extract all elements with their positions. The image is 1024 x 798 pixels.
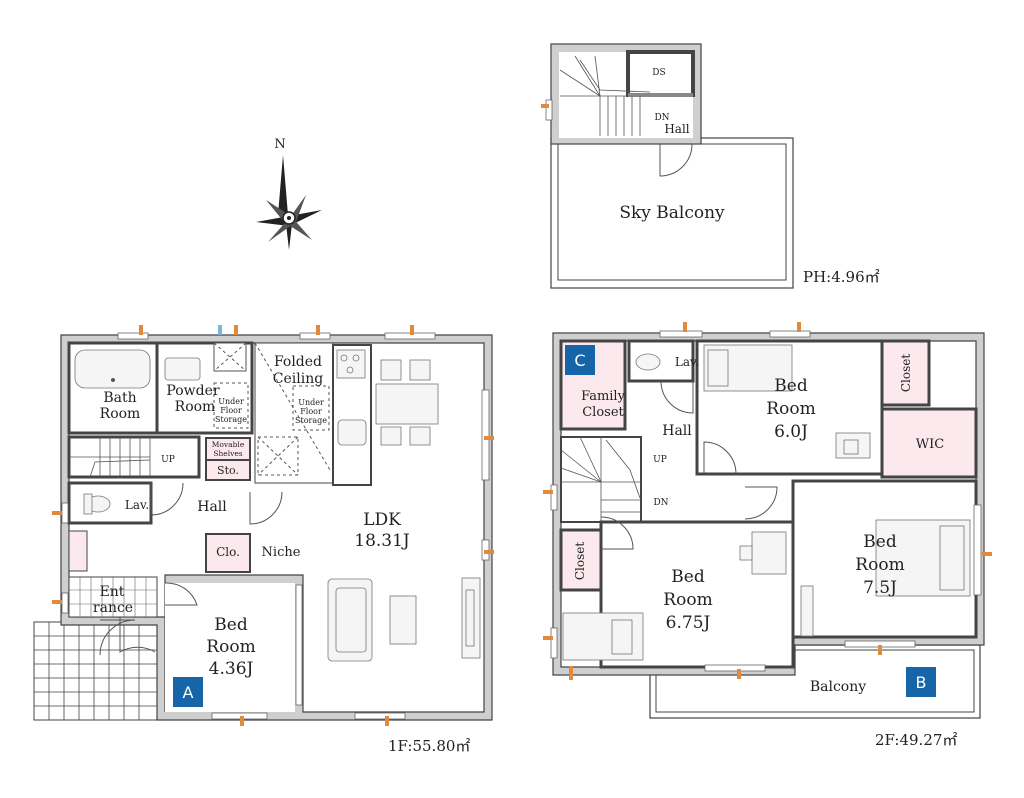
ph-hall-label: Hall <box>664 122 689 136</box>
penthouse-plan: DS DN Hall Sky Balcony PH:4.96㎡ <box>541 43 880 289</box>
family-closet-label-2: Closet <box>582 405 624 420</box>
under-floor-storage-2-label-2: Floor <box>300 407 322 416</box>
bath-room-label-2: Room <box>100 406 141 422</box>
tag-c-text: C <box>574 351 585 370</box>
under-floor-storage-2-label-1: Under <box>298 398 324 407</box>
ph-sky-balcony-label: Sky Balcony <box>619 203 725 223</box>
f2-closet-top-label: Closet <box>899 354 913 393</box>
ph-dn-label: DN <box>654 113 669 123</box>
family-closet-label-1: Family <box>581 389 626 404</box>
under-floor-storage-1-label-2: Floor <box>220 406 242 415</box>
f2-bedroom-75-label-2: Room <box>855 555 904 575</box>
wic-label: WIC <box>916 437 944 452</box>
ph-area-label: PH:4.96㎡ <box>803 268 880 286</box>
movable-shelves-label-2: Shelves <box>213 449 242 458</box>
balcony-label: Balcony <box>810 679 866 695</box>
ldk-label-2: 18.31J <box>354 531 410 551</box>
tag-a-text: A <box>183 683 194 702</box>
f2-lav-label: Lav. <box>675 355 699 369</box>
entrance-porch-tiles <box>33 621 158 721</box>
f1-bedroom-label-3: 4.36J <box>209 659 254 679</box>
storage-label: Sto. <box>217 464 239 477</box>
f1-stairs-up-label: UP <box>161 455 175 465</box>
f2-closet-left-label: Closet <box>573 542 587 581</box>
tag-a: A <box>173 677 203 707</box>
f2-hall-label: Hall <box>662 423 692 439</box>
f2-bedroom-75-label-1: Bed <box>863 532 897 552</box>
f2-bedroom-6-label-1: Bed <box>774 376 808 396</box>
f1-bedroom-label-1: Bed <box>214 615 248 635</box>
bath-room-label-1: Bath <box>103 390 136 406</box>
folded-ceiling-label-1: Folded <box>274 354 322 370</box>
f2-stairs-dn-label: DN <box>653 498 668 508</box>
f1-area-label: 1F:55.80㎡ <box>388 737 470 755</box>
powder-room-label-2: Room <box>175 399 216 415</box>
f1-hall-label: Hall <box>197 499 227 515</box>
under-floor-storage-1-label-1: Under <box>218 397 244 406</box>
f1-closet-label: Clo. <box>216 545 240 559</box>
tag-c: C <box>565 345 595 375</box>
folded-ceiling-label-2: Ceiling <box>273 371 323 387</box>
f2-bedroom-675-label-3: 6.75J <box>666 613 711 633</box>
f2-bedroom-75-label-3: 7.5J <box>863 578 897 598</box>
first-floor-plan: Bath Room Powder Room Under Floor Storag… <box>33 325 494 755</box>
powder-room-label-1: Powder <box>166 383 220 399</box>
entrance-label-1: Ent <box>100 584 125 600</box>
f2-bedroom-675-label-1: Bed <box>671 567 705 587</box>
f2-area-label: 2F:49.27㎡ <box>875 731 957 749</box>
ldk-label-1: LDK <box>363 510 401 530</box>
ph-ds-label: DS <box>652 68 665 78</box>
second-floor-plan: Lav. Family Closet Hall UP DN Bed Room 6… <box>543 322 992 749</box>
under-floor-storage-2-label-3: Storage <box>295 416 327 425</box>
f1-bedroom-label-2: Room <box>206 637 255 657</box>
entrance-label-2: rance <box>93 600 133 616</box>
f2-bedroom-675-label-2: Room <box>663 590 712 610</box>
niche-label: Niche <box>262 545 301 560</box>
under-floor-storage-1-label-3: Storage <box>215 415 247 424</box>
f1-lav-label: Lav. <box>125 498 149 512</box>
f2-stairs-up-label: UP <box>653 455 667 465</box>
movable-shelves-label-1: Movable <box>212 440 245 449</box>
f2-bedroom-6-label-2: Room <box>766 399 815 419</box>
compass-north-label: N <box>274 137 285 152</box>
compass-rose: N <box>256 137 322 250</box>
tag-b-text: B <box>916 673 927 692</box>
f2-bedroom-6-label-3: 6.0J <box>774 422 808 442</box>
tag-b: B <box>906 667 936 697</box>
